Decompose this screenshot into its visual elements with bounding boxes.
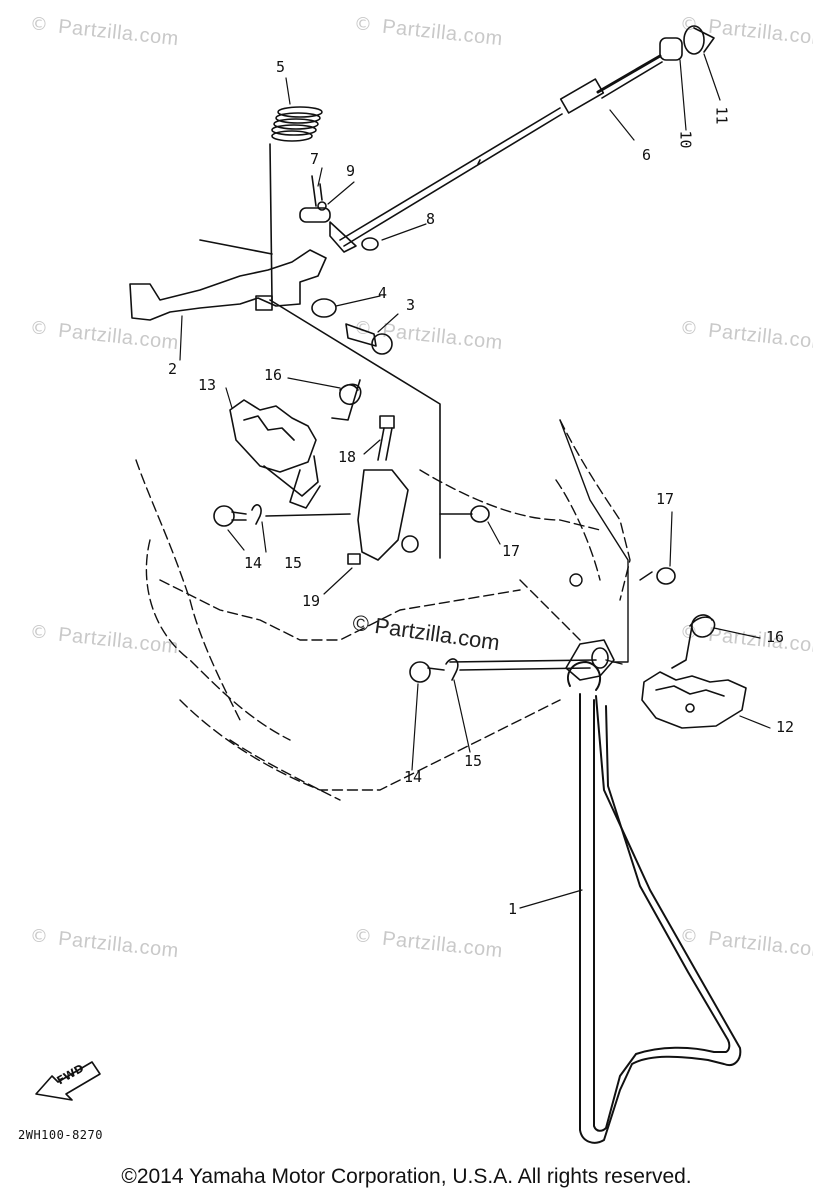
footrest-spring-part-16-right [671,614,716,669]
footrest-spring-part-16-upper [331,379,362,421]
watermark-symbol: © [680,926,698,947]
stand-part-1 [567,661,742,1144]
callout-18: 18 [338,448,357,466]
callout-15-left: 15 [284,554,303,572]
pin-part-14-center [409,661,445,683]
callout-5: 5 [276,58,286,76]
copyright-notice: ©2014 Yamaha Motor Corporation, U.S.A. A… [121,1165,692,1188]
callout-16-upper: 16 [264,366,283,384]
adjuster-parts-10-11 [659,25,715,61]
spring-part-5 [269,106,323,301]
leader-lines [179,53,771,909]
watermark-symbol: © [30,14,48,35]
brake-pedal-part-2 [129,239,441,559]
bolt-part-18 [377,415,395,461]
callout-2: 2 [168,360,178,378]
callout-17-middle: 17 [502,542,521,560]
diagram-part-code: 2WH100-8270 [18,1128,103,1142]
callout-1: 1 [508,900,518,918]
footrest-part-13 [229,399,321,509]
callout-3: 3 [406,296,416,314]
pin-part-14-left [213,505,247,527]
bolt-part-3 [345,323,393,355]
watermark-symbol: © [680,14,698,35]
fwd-arrow-icon [35,1061,101,1101]
callout-17-right: 17 [656,490,675,508]
callout-7: 7 [310,150,320,168]
frame-outline [135,419,631,801]
footrest-part-12 [641,671,747,729]
watermark-symbol: © [30,926,48,947]
clip-part-15-left [251,504,351,525]
clevis-parts-7-8-9 [299,175,379,253]
watermark-symbol: © [30,318,48,339]
callout-13: 13 [198,376,217,394]
watermark-symbol: © [680,622,698,643]
callout-14-left: 14 [244,554,263,572]
washer-part-4 [311,298,337,318]
callout-16-right: 16 [766,628,785,646]
watermark-symbol: © [30,622,48,643]
callout-15-center: 15 [464,752,483,770]
watermark-symbol: © [354,926,372,947]
callout-19: 19 [302,592,321,610]
callout-12: 12 [776,718,795,736]
callout-9: 9 [346,162,356,180]
washer-part-17-right [656,567,676,585]
callout-10: 10 [676,130,695,149]
frame-outline-solid [559,419,653,665]
brake-rod-part-6 [339,54,663,247]
callout-11: 11 [712,106,731,125]
clip-part-15-center [445,658,459,681]
callout-4: 4 [378,284,388,302]
washer-part-17-middle [439,505,490,523]
watermark-symbol: © [354,318,372,339]
callout-8: 8 [426,210,436,228]
watermark-symbol: © [354,14,372,35]
watermark-symbol: © [680,318,698,339]
bracket-part-19 [347,469,419,565]
callout-6: 6 [642,146,652,164]
callout-14-center: 14 [404,768,423,786]
